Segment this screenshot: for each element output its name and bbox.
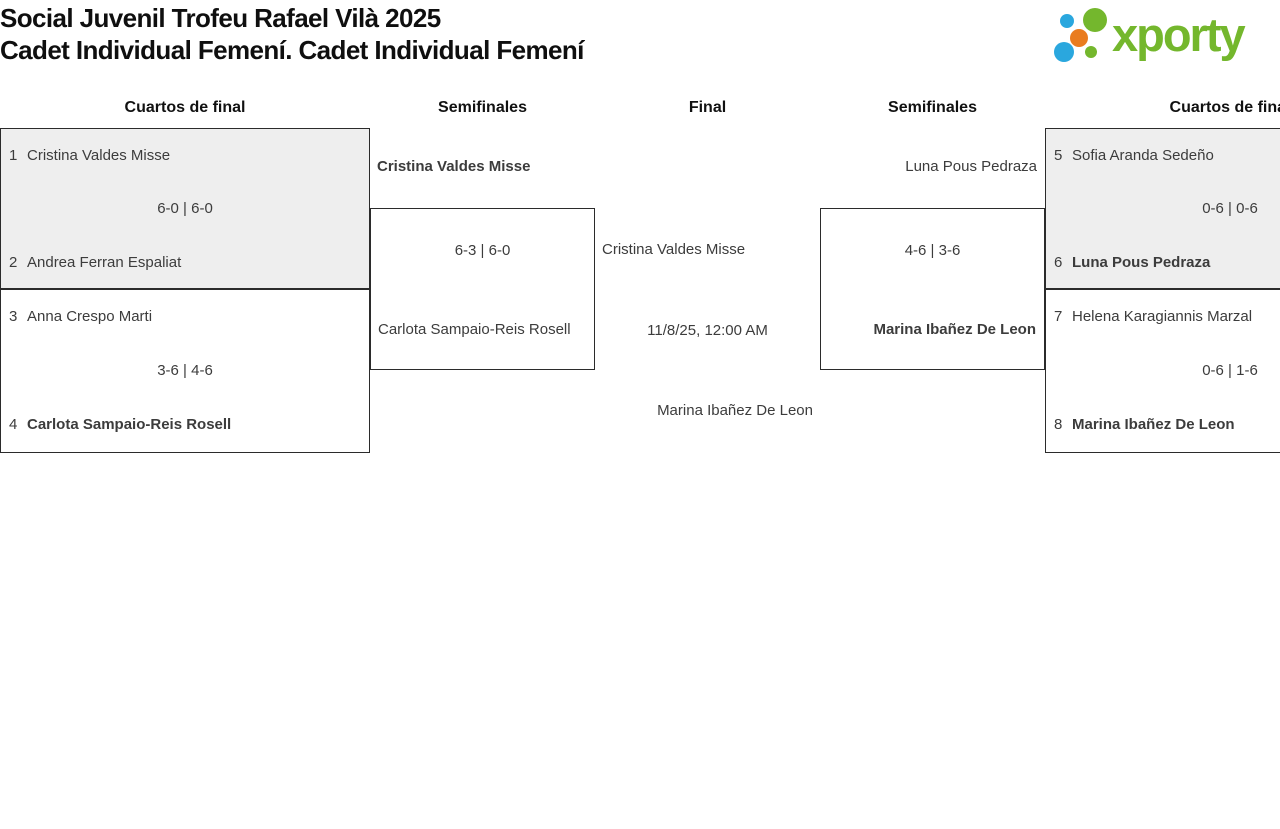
xporty-logo-text: xporty	[1112, 8, 1246, 61]
player-row: 5 Sofia Aranda Sedeño	[1046, 146, 1280, 166]
player-row: 1 Cristina Valdes Misse	[1, 146, 369, 166]
final-top-player: Cristina Valdes Misse	[602, 241, 746, 258]
player-seed: 6	[1054, 254, 1063, 271]
match-sf-left[interactable]: 6-3 | 6-0 Carlota Sampaio-Reis Rosell	[370, 208, 595, 370]
sf-left-bottom-player: Carlota Sampaio-Reis Rosell	[378, 321, 571, 338]
match-qf-left-1[interactable]: 1 Cristina Valdes Misse 6-0 | 6-0 2 Andr…	[0, 128, 370, 289]
player-row: 3 Anna Crespo Marti	[1, 307, 369, 327]
round-header-semifinals-right: Semifinales	[888, 99, 977, 116]
player-seed: 8	[1054, 416, 1063, 433]
match-sf-right[interactable]: 4-6 | 3-6 Marina Ibañez De Leon	[820, 208, 1045, 370]
match-score: 3-6 | 4-6	[157, 362, 213, 379]
tournament-title: Social Juvenil Trofeu Rafael Vilà 2025	[0, 3, 441, 33]
player-name: Anna Crespo Marti	[27, 308, 153, 325]
match-score: 4-6 | 3-6	[904, 242, 961, 259]
sf-left-top-player: Cristina Valdes Misse	[377, 158, 531, 175]
logo-dot-blue-small	[1060, 14, 1074, 28]
match-qf-right-1[interactable]: 5 Sofia Aranda Sedeño 0-6 | 0-6 6 Luna P…	[1045, 128, 1280, 289]
player-name: Sofia Aranda Sedeño	[1072, 147, 1214, 164]
match-score: 6-0 | 6-0	[157, 200, 213, 217]
round-header-quarterfinals-left: Cuartos de final	[124, 99, 246, 116]
logo-dot-orange	[1070, 29, 1088, 47]
round-header-quarterfinals-right: Cuartos de final	[1169, 99, 1280, 116]
logo-dot-green-large	[1083, 8, 1107, 32]
player-name: Cristina Valdes Misse	[27, 147, 171, 164]
player-row: 4 Carlota Sampaio-Reis Rosell	[1, 415, 369, 435]
sf-right-bottom-player-winner: Marina Ibañez De Leon	[873, 321, 1036, 338]
player-seed: 3	[9, 308, 18, 325]
category-title: Cadet Individual Femení. Cadet Individua…	[0, 35, 584, 65]
player-name-winner: Luna Pous Pedraza	[1072, 254, 1211, 271]
xporty-logo[interactable]: xporty	[1050, 0, 1280, 70]
player-seed: 4	[9, 416, 18, 433]
final-schedule: 11/8/25, 12:00 AM	[647, 322, 768, 339]
player-seed: 7	[1054, 308, 1063, 325]
match-score: 0-6 | 0-6	[1202, 200, 1258, 217]
player-row: 6 Luna Pous Pedraza	[1046, 253, 1280, 273]
player-name: Andrea Ferran Espaliat	[27, 254, 182, 271]
player-seed: 1	[9, 147, 18, 164]
player-row: 8 Marina Ibañez De Leon	[1046, 415, 1280, 435]
player-name: Helena Karagiannis Marzal	[1072, 308, 1253, 325]
match-score: 6-3 | 6-0	[454, 242, 511, 259]
player-row: 7 Helena Karagiannis Marzal	[1046, 307, 1280, 327]
match-qf-right-2[interactable]: 7 Helena Karagiannis Marzal 0-6 | 1-6 8 …	[1045, 289, 1280, 453]
player-row: 2 Andrea Ferran Espaliat	[1, 253, 369, 273]
logo-dot-green-small	[1085, 46, 1097, 58]
round-header-semifinals-left: Semifinales	[438, 99, 527, 116]
match-qf-left-2[interactable]: 3 Anna Crespo Marti 3-6 | 4-6 4 Carlota …	[0, 289, 370, 453]
final-bottom-player: Marina Ibañez De Leon	[657, 402, 813, 419]
player-seed: 2	[9, 254, 18, 271]
player-seed: 5	[1054, 147, 1063, 164]
sf-right-top-player: Luna Pous Pedraza	[905, 158, 1037, 175]
player-name-winner: Marina Ibañez De Leon	[1072, 416, 1235, 433]
xporty-dots-icon	[1054, 8, 1107, 62]
match-score: 0-6 | 1-6	[1202, 362, 1258, 379]
player-name-winner: Carlota Sampaio-Reis Rosell	[27, 416, 232, 433]
logo-dot-blue-large	[1054, 42, 1074, 62]
round-header-final: Final	[688, 99, 727, 116]
